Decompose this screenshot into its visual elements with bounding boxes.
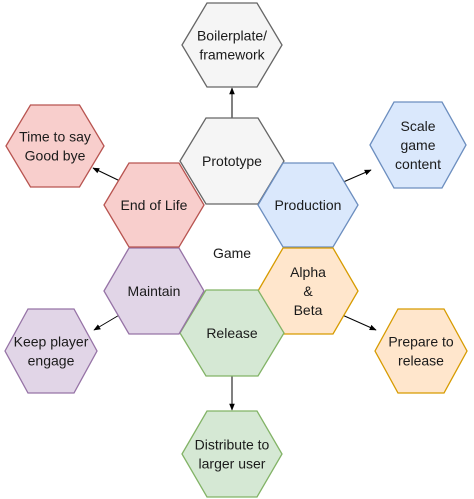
arrows-layer [92,87,377,411]
hexagon-production-shape [257,162,359,248]
hexagon-prepare-release[interactable]: Prepare to release [374,308,468,394]
hexagon-prototype-shape [179,117,285,205]
hexagon-end-of-life[interactable]: End of Life [103,162,205,248]
arrow-maintain-to-keep-engaged [93,313,122,331]
hexagon-boilerplate-shape [181,2,283,88]
hexagon-release[interactable]: Release [179,289,285,377]
hexagon-boilerplate-label-line-1: Boilerplate/ [197,28,267,44]
hexagon-distribute-shape [181,410,283,498]
center-label-line-1: Game [213,245,251,261]
hexagon-maintain-shape [103,247,205,335]
hexagon-maintain-label-line-1: Maintain [128,283,181,299]
arrow-production-to-scale-content [340,169,372,184]
hexagon-distribute-label-line-2: larger user [199,456,266,472]
hexagon-scale-content-shape [369,101,467,189]
hexagon-distribute[interactable]: Distribute to larger user [181,410,283,498]
hexagon-release-label-line-1: Release [206,325,258,341]
arrow-end-of-life-to-say-goodbye [92,167,121,182]
hexagon-prototype[interactable]: Prototype [179,117,285,205]
hexagon-boilerplate-label-line-2: framework [199,47,265,63]
hexagon-scale-content[interactable]: Scale game content [369,101,467,189]
hexagon-distribute-label-line-1: Distribute to [195,437,270,453]
hexagon-release-shape [179,289,285,377]
hexagon-prepare-release-shape [374,308,468,394]
hexagon-keep-engaged[interactable]: Keep player engage [4,308,98,394]
hexagon-alpha-beta-label-line-3: Beta [294,302,323,318]
hexagon-say-goodbye-shape [5,104,105,188]
hexagon-production-label-line-1: Production [275,197,342,213]
hexagon-keep-engaged-label-line-1: Keep player [14,334,89,350]
center-layer: Game [213,245,251,261]
hexagon-alpha-beta[interactable]: Alpha & Beta [257,247,359,335]
hexagon-scale-content-label-line-3: content [395,156,441,172]
hexagon-production[interactable]: Production [257,162,359,248]
hexagon-end-of-life-shape [103,162,205,248]
hexagon-alpha-beta-label-line-1: Alpha [290,264,326,280]
hexagon-say-goodbye-label-line-2: Good bye [25,148,86,164]
arrow-alpha-beta-to-prepare-release [339,313,377,331]
hexagon-keep-engaged-label-line-2: engage [28,353,75,369]
hexagon-scale-content-label-line-1: Scale [400,118,435,134]
hexagon-alpha-beta-label-line-2: & [303,283,313,299]
hexagon-prototype-label-line-1: Prototype [202,153,262,169]
hexagon-boilerplate[interactable]: Boilerplate/framework [181,2,283,88]
hexagon-maintain[interactable]: Maintain [103,247,205,335]
hexagon-prepare-release-label-line-2: release [398,353,444,369]
hexagon-end-of-life-label-line-1: End of Life [121,197,188,213]
hexagon-keep-engaged-shape [4,308,98,394]
hexagon-scale-content-label-line-2: game [400,137,435,153]
hexagon-prepare-release-label-line-1: Prepare to [388,334,454,350]
hexagon-say-goodbye-label-line-1: Time to say [19,129,91,145]
